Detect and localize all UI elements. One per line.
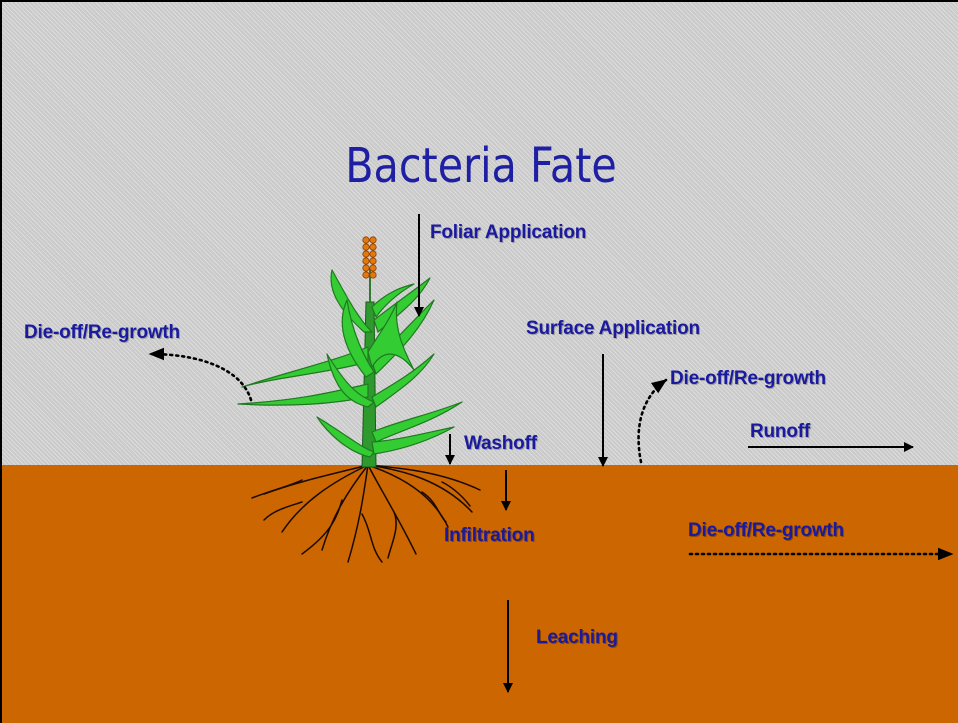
diagram-title: Bacteria Fate [69, 138, 893, 194]
dieoff-surface-arrow [639, 380, 666, 462]
dieoff-regrowth-soil-label: Die-off/Re-growth [688, 520, 844, 542]
surface-application-label: Surface Application [526, 318, 700, 340]
runoff-label: Runoff [750, 421, 810, 443]
plant-leaves [238, 270, 462, 457]
foliar-application-label: Foliar Application [430, 222, 586, 244]
leaching-label: Leaching [536, 627, 618, 649]
infiltration-label: Infiltration [444, 525, 534, 547]
dieoff-regrowth-surface-label: Die-off/Re-growth [670, 368, 826, 390]
plant-roots [252, 465, 480, 562]
dieoff-regrowth-left-label: Die-off/Re-growth [24, 322, 180, 344]
plant-tassel [363, 237, 376, 302]
washoff-label: Washoff [464, 433, 537, 455]
dieoff-left-arrow [150, 354, 251, 400]
